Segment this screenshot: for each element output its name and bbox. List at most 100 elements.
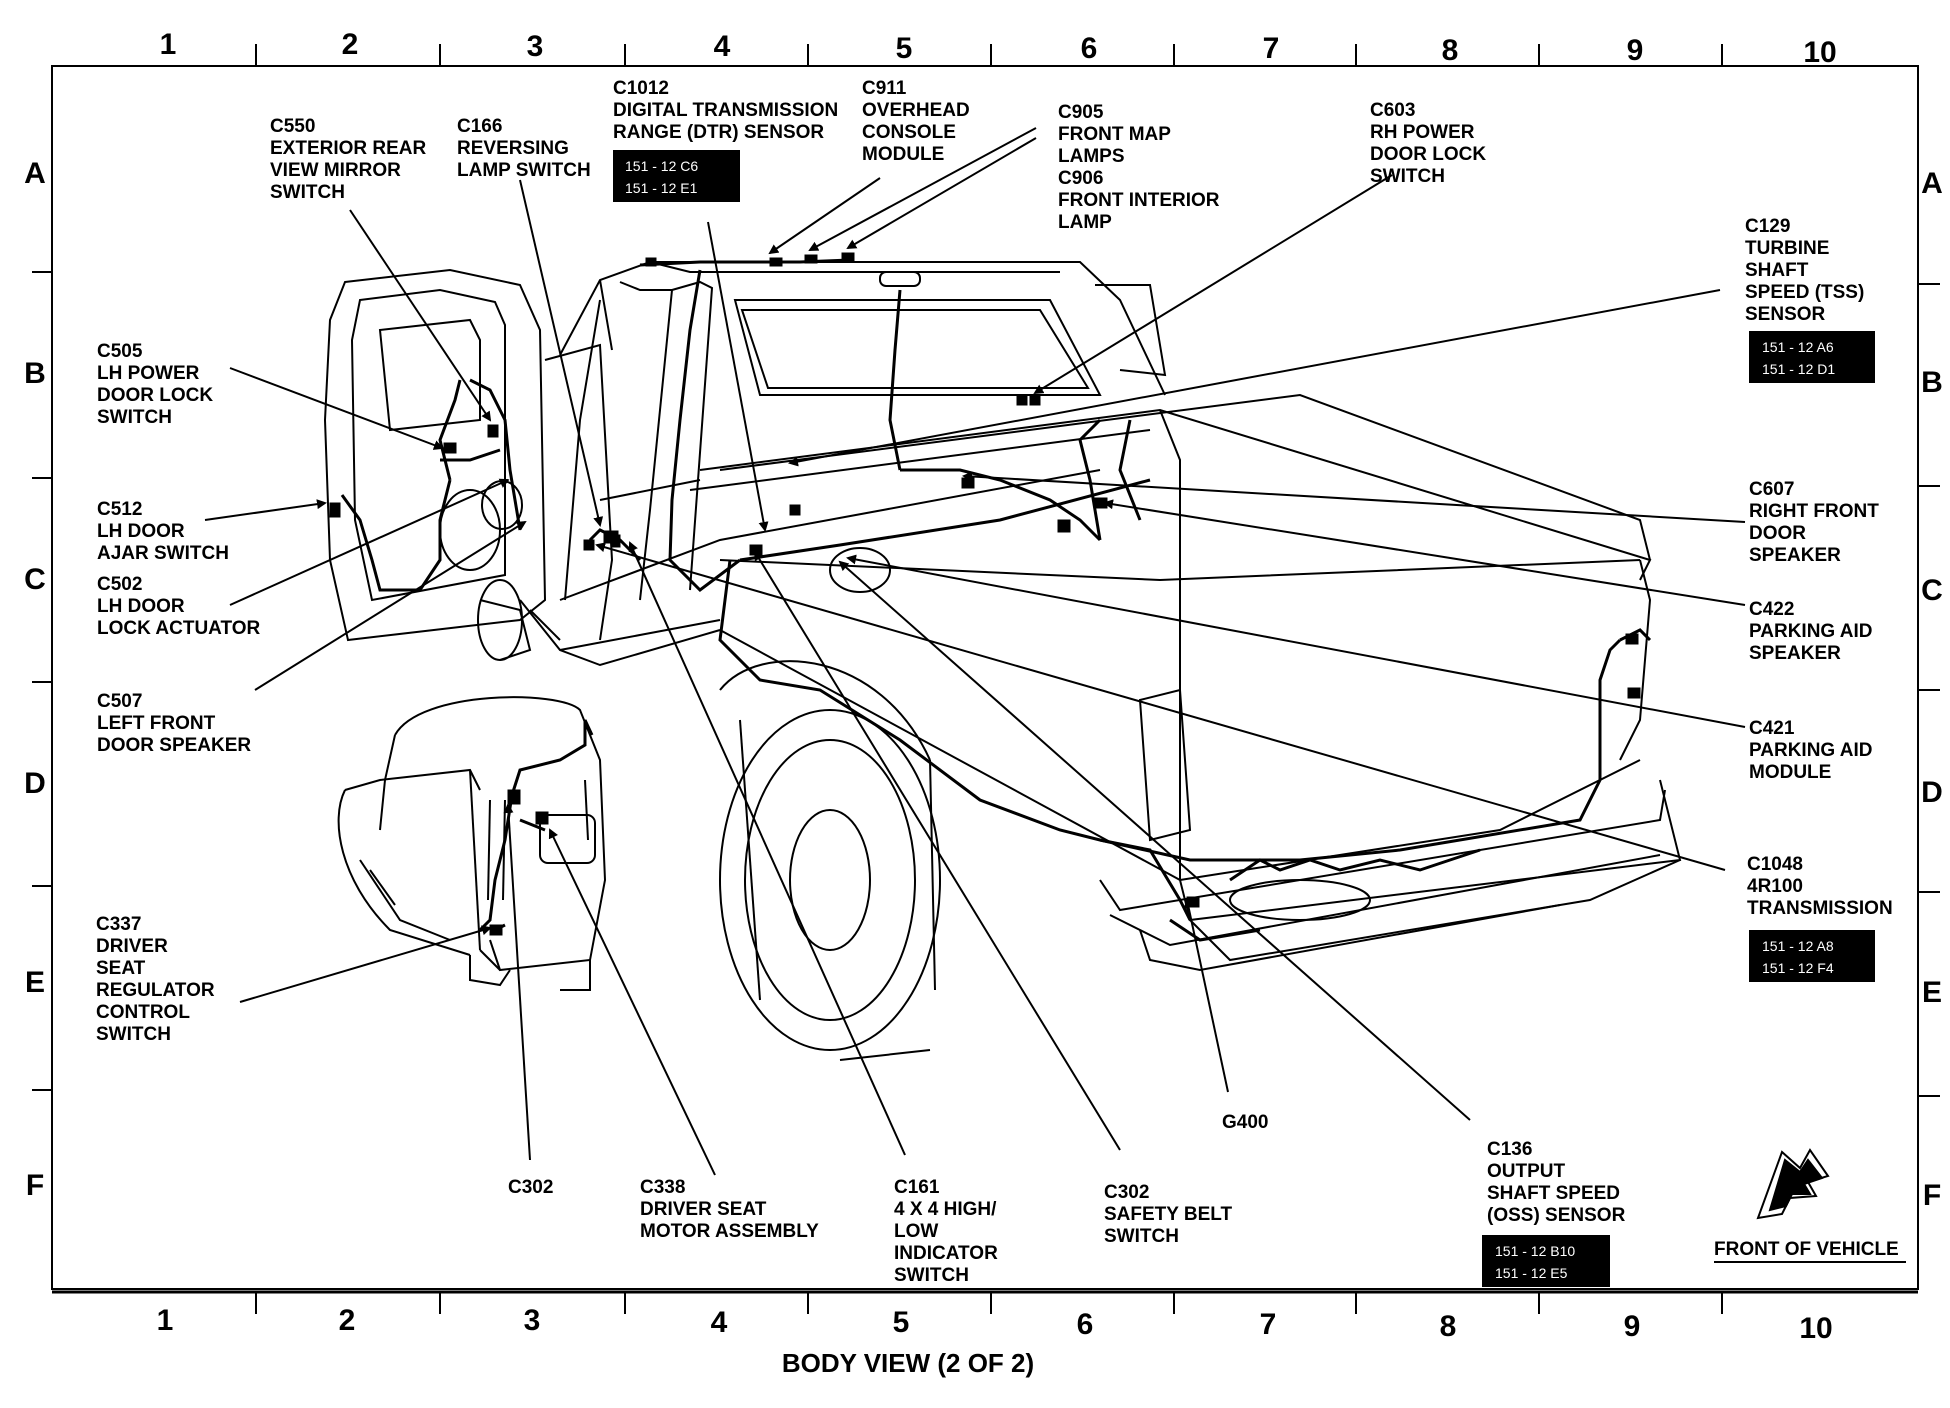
label-line: CONSOLE (862, 122, 956, 143)
ref-line: 151 - 12 E5 (1495, 1265, 1568, 1281)
label-line: LH DOOR (97, 521, 185, 542)
row-label-right: C (1921, 574, 1943, 607)
label-c421: C421 PARKING AID MODULE (1749, 718, 1873, 783)
row-label-right: D (1921, 776, 1943, 809)
ref-line: 151 - 12 A6 (1762, 339, 1834, 355)
col-label-top: 10 (1803, 36, 1836, 69)
label-c905: C905 FRONT MAP LAMPS C906 FRONT INTERIOR… (1058, 102, 1220, 233)
row-label-left: A (24, 157, 46, 190)
label-line: SAFETY BELT (1104, 1204, 1232, 1225)
label-c1048: C1048 4R100 TRANSMISSION (1747, 854, 1893, 919)
label-line: SWITCH (270, 182, 345, 203)
label-line: AJAR SWITCH (97, 543, 229, 564)
label-line: SENSOR (1745, 304, 1826, 325)
col-label-top: 7 (1263, 32, 1280, 65)
front-of-vehicle-label: FRONT OF VEHICLE (1714, 1239, 1899, 1260)
col-label-bottom: 1 (157, 1304, 174, 1337)
label-line: C302 (1104, 1182, 1149, 1203)
label-g400: G400 (1222, 1112, 1268, 1133)
label-c161: C161 4 X 4 HIGH/ LOW INDICATOR SWITCH (894, 1177, 998, 1286)
label-c911: C911 OVERHEAD CONSOLE MODULE (862, 78, 970, 165)
col-label-top: 6 (1081, 32, 1098, 65)
label-line: C911 (862, 78, 907, 99)
label-line: SWITCH (894, 1265, 969, 1286)
label-line: C421 (1749, 718, 1795, 739)
col-label-bottom: 10 (1799, 1312, 1832, 1345)
diagram-caption: BODY VIEW (2 OF 2) (782, 1348, 1034, 1378)
row-label-left: B (24, 357, 46, 390)
label-line: SWITCH (97, 407, 172, 428)
label-c302-seat: C302 (508, 1177, 553, 1198)
col-label-bottom: 9 (1624, 1310, 1641, 1343)
ref-box-c1048: 151 - 12 A8 151 - 12 F4 (1749, 930, 1875, 982)
front-of-vehicle-indicator: FRONT OF VEHICLE (1714, 1148, 1906, 1263)
bottom-grid-ticks (255, 1292, 1723, 1314)
label-line: LOCK ACTUATOR (97, 618, 261, 639)
col-label-bottom: 2 (339, 1304, 356, 1337)
label-line: EXTERIOR REAR (270, 138, 427, 159)
label-c603: C603 RH POWER DOOR LOCK SWITCH (1370, 100, 1486, 187)
label-line: VIEW MIRROR (270, 160, 401, 181)
label-line: C1012 (613, 78, 669, 99)
side-grid-ticks (32, 271, 1940, 1097)
label-line: SWITCH (1104, 1226, 1179, 1247)
label-line: C1048 (1747, 854, 1803, 875)
label-line: FRONT INTERIOR (1058, 190, 1220, 211)
label-line: C603 (1370, 100, 1415, 121)
label-line: MOTOR ASSEMBLY (640, 1221, 819, 1242)
label-line: PARKING AID (1749, 621, 1873, 642)
label-line: REVERSING (457, 138, 569, 159)
label-line: C129 (1745, 216, 1790, 237)
label-c129: C129 TURBINE SHAFT SPEED (TSS) SENSOR (1745, 216, 1864, 325)
col-label-top: 3 (527, 30, 544, 63)
label-line: C302 (508, 1177, 553, 1198)
label-line: (OSS) SENSOR (1487, 1205, 1626, 1226)
label-line: DRIVER SEAT (640, 1199, 767, 1220)
label-line: SPEAKER (1749, 643, 1841, 664)
label-line: RANGE (DTR) SENSOR (613, 122, 824, 143)
label-line: RIGHT FRONT (1749, 501, 1879, 522)
col-label-bottom: 7 (1260, 1308, 1277, 1341)
label-line: LH POWER (97, 363, 200, 384)
col-label-bottom: 8 (1440, 1310, 1457, 1343)
row-label-right: B (1921, 366, 1943, 399)
label-line: SHAFT (1745, 260, 1809, 281)
ref-box-c129: 151 - 12 A6 151 - 12 D1 (1749, 331, 1875, 383)
label-line: C550 (270, 116, 315, 137)
label-line: DOOR (1749, 523, 1806, 544)
label-line: C422 (1749, 599, 1794, 620)
col-label-bottom: 4 (711, 1306, 728, 1339)
label-c550: C550 EXTERIOR REAR VIEW MIRROR SWITCH (270, 116, 427, 203)
row-label-right: E (1922, 976, 1942, 1009)
col-label-top: 8 (1442, 34, 1459, 67)
col-label-bottom: 3 (524, 1304, 541, 1337)
label-line: SPEED (TSS) (1745, 282, 1864, 303)
label-line: C906 (1058, 168, 1103, 189)
label-line: CONTROL (96, 1002, 190, 1023)
label-line: RH POWER (1370, 122, 1475, 143)
col-label-bottom: 5 (893, 1306, 910, 1339)
label-line: LAMP (1058, 212, 1112, 233)
label-line: C512 (97, 499, 142, 520)
row-label-left: D (24, 767, 46, 800)
label-line: DOOR SPEAKER (97, 735, 251, 756)
wiring-harness (340, 258, 1652, 942)
label-line: DOOR LOCK (97, 385, 213, 406)
label-line: C502 (97, 574, 142, 595)
label-line: MODULE (862, 144, 944, 165)
label-c507: C507 LEFT FRONT DOOR SPEAKER (97, 691, 251, 756)
label-line: DOOR LOCK (1370, 144, 1486, 165)
top-grid-ticks (255, 44, 1723, 66)
diagram-frame (51, 65, 1919, 1290)
ref-line: 151 - 12 D1 (1762, 361, 1835, 377)
row-label-left: C (24, 563, 46, 596)
row-label-left: F (26, 1169, 44, 1202)
label-line: SWITCH (96, 1024, 171, 1045)
ref-box-c136: 151 - 12 B10 151 - 12 E5 (1482, 1235, 1610, 1287)
label-line: DIGITAL TRANSMISSION (613, 100, 838, 121)
ref-line: 151 - 12 F4 (1762, 960, 1834, 976)
label-line: LH DOOR (97, 596, 185, 617)
label-c338: C338 DRIVER SEAT MOTOR ASSEMBLY (640, 1177, 819, 1242)
label-line: C161 (894, 1177, 940, 1198)
label-line: SHAFT SPEED (1487, 1183, 1620, 1204)
